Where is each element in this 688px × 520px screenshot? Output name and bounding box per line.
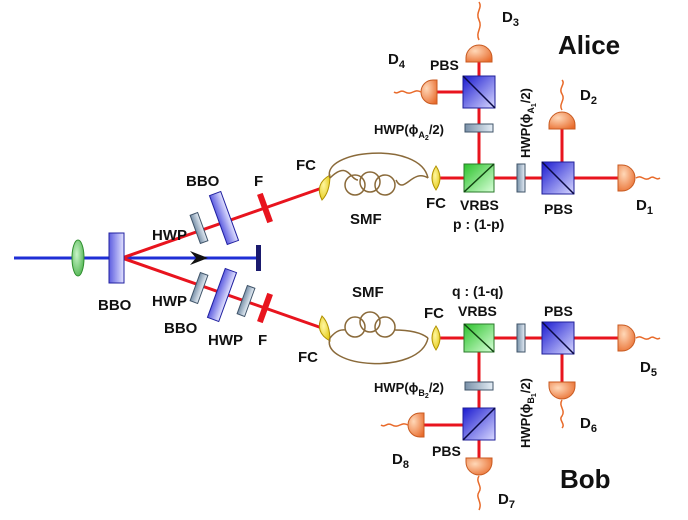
fc-input-lower (318, 315, 331, 342)
lower-hwp (189, 271, 209, 305)
detector-d6-label: D6 (580, 415, 597, 435)
detector-d7 (465, 457, 493, 511)
detector-d8 (380, 412, 425, 438)
upper-hwp-label: HWP (152, 227, 187, 244)
bob-hwp-b1 (516, 323, 526, 353)
smf-lower (328, 311, 429, 365)
source-bbo-crystal (108, 232, 125, 284)
lower-filter (257, 292, 273, 324)
lower-bbo-crystal (206, 267, 238, 323)
alice-hwp-a2-label: HWP(ϕA2/2) (374, 122, 444, 142)
detector-d1-label: D1 (636, 197, 653, 217)
detector-d4 (393, 79, 438, 105)
fc-bob (431, 325, 441, 351)
detector-d3-label: D3 (502, 9, 519, 29)
detector-d2 (548, 79, 576, 130)
detector-d5-label: D5 (640, 359, 657, 379)
alice-pbs-top (462, 75, 496, 109)
lower-hwp-label: HWP (152, 293, 187, 310)
lower-hwp-2-label: HWP (208, 332, 243, 349)
detector-d4-label: D4 (388, 51, 406, 71)
alice-vrbs-label: VRBS (460, 197, 499, 213)
lower-hwp-2 (236, 284, 256, 318)
upper-bbo-label: BBO (186, 173, 220, 190)
fc-bob-label: FC (424, 305, 444, 322)
alice-title: Alice (558, 30, 620, 60)
bob-ratio-label: q : (1-q) (452, 283, 503, 299)
bob-hwp-b2 (464, 381, 494, 391)
pump-arrow (190, 251, 208, 265)
lower-filter-label: F (258, 332, 267, 349)
detector-d3 (465, 1, 493, 63)
alice-hwp-a1 (516, 163, 526, 193)
detector-d2-label: D2 (580, 87, 597, 107)
detector-d6 (548, 381, 576, 429)
alice-vrbs (463, 163, 495, 193)
smf-upper-label: SMF (350, 211, 382, 228)
alice-hwp-a1-label: HWP(ϕA1/2) (518, 88, 538, 158)
bob-title: Bob (560, 464, 611, 494)
smf-lower-label: SMF (352, 284, 384, 301)
upper-filter (257, 192, 273, 224)
upper-hwp (189, 211, 209, 245)
alice-pbs-top-label: PBS (430, 57, 459, 73)
bob-vrbs (463, 323, 495, 353)
detector-d8-label: D8 (392, 451, 409, 471)
fc-input-upper-label: FC (296, 157, 316, 174)
smf-upper (328, 152, 429, 196)
detector-d5 (617, 324, 661, 352)
detector-d1 (617, 164, 661, 192)
bob-hwp-b1-label: HWP(ϕB1/2) (518, 378, 538, 448)
upper-filter-label: F (254, 173, 263, 190)
alice-hwp-a2 (464, 123, 494, 133)
fc-alice (431, 165, 441, 191)
fc-alice-label: FC (426, 195, 446, 212)
bob-pbs-bottom (462, 407, 496, 441)
alice-pbs-out (541, 161, 575, 195)
bob-vrbs-label: VRBS (458, 303, 497, 319)
alice-pbs-out-label: PBS (544, 201, 573, 217)
bob-hwp-b2-label: HWP(ϕB2/2) (374, 380, 444, 400)
fc-input-lower-label: FC (298, 349, 318, 366)
bob-pbs-out-label: PBS (544, 303, 573, 319)
source-bbo-label: BBO (98, 297, 132, 314)
alice-ratio-label: p : (1-p) (453, 216, 504, 232)
beam-dump (256, 245, 261, 271)
lower-bbo-label: BBO (164, 320, 198, 337)
bob-pbs-bottom-label: PBS (432, 443, 461, 459)
pump-lens (71, 239, 85, 277)
fc-input-upper (318, 174, 331, 201)
upper-bbo-crystal (208, 190, 240, 246)
bob-pbs-out (541, 321, 575, 355)
detector-d7-label: D7 (498, 491, 515, 511)
